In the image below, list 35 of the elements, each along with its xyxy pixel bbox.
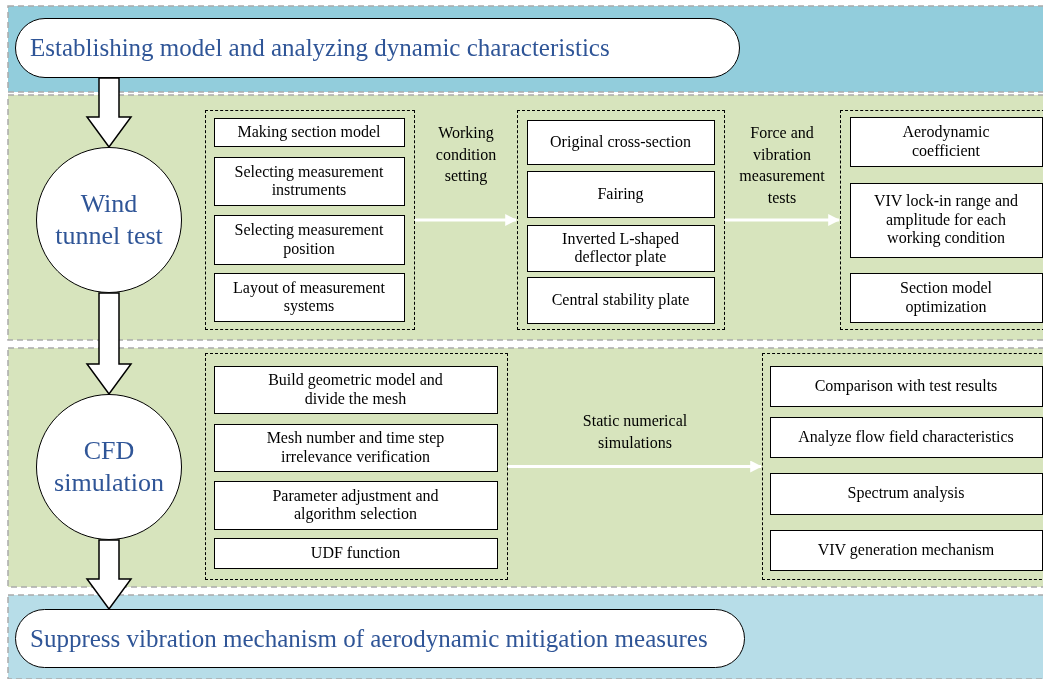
block-arrow <box>85 77 133 149</box>
edge-label: Force and vibration measurement tests <box>738 123 826 208</box>
step-box: VIV lock-in range and amplitude for each working condition <box>849 182 1043 258</box>
arrow <box>415 214 518 226</box>
block-arrow <box>85 539 133 611</box>
dashed-group-box <box>205 353 508 580</box>
step-box: Spectrum analysis <box>769 472 1043 515</box>
step-box: Section model optimization <box>849 272 1043 323</box>
step-box: Selecting measurement position <box>213 214 405 265</box>
dashed-group-box <box>762 353 1043 580</box>
step-box: Comparison with test results <box>769 365 1043 407</box>
step-box: Parameter adjustment and algorithm selection <box>213 480 498 530</box>
step-box: Aerodynamic coefficient <box>849 116 1043 167</box>
step-box: Build geometric model and divide the mesh <box>213 365 498 414</box>
dashed-group-box <box>517 110 725 330</box>
step-box: Fairing <box>526 170 715 218</box>
step-box: Mesh number and time step irrelevance verification <box>213 423 498 472</box>
arrow <box>725 214 841 226</box>
step-box: Inverted L-shaped deflector plate <box>526 224 715 272</box>
step-box: Selecting measurement instruments <box>213 156 405 206</box>
step-box: Central stability plate <box>526 276 715 324</box>
edge-label: Static numerical simulations <box>581 411 689 453</box>
stage-pill: Suppress vibration mechanism of aerodynamic mitigation measures <box>15 609 745 668</box>
block-arrow <box>85 292 133 396</box>
stage-pill: Establishing model and analyzing dynamic characteristics <box>15 18 740 78</box>
arrow <box>508 460 763 473</box>
step-box: UDF function <box>213 537 498 569</box>
edge-label: Working condition setting <box>434 123 498 187</box>
step-box: VIV generation mechanism <box>769 529 1043 571</box>
step-box: Making section model <box>213 117 405 147</box>
dashed-group-box <box>840 110 1043 330</box>
step-box: Layout of measurement systems <box>213 272 405 322</box>
dashed-group-box <box>205 110 415 330</box>
step-box: Analyze flow field characteristics <box>769 416 1043 458</box>
step-box: Original cross-section <box>526 119 715 165</box>
